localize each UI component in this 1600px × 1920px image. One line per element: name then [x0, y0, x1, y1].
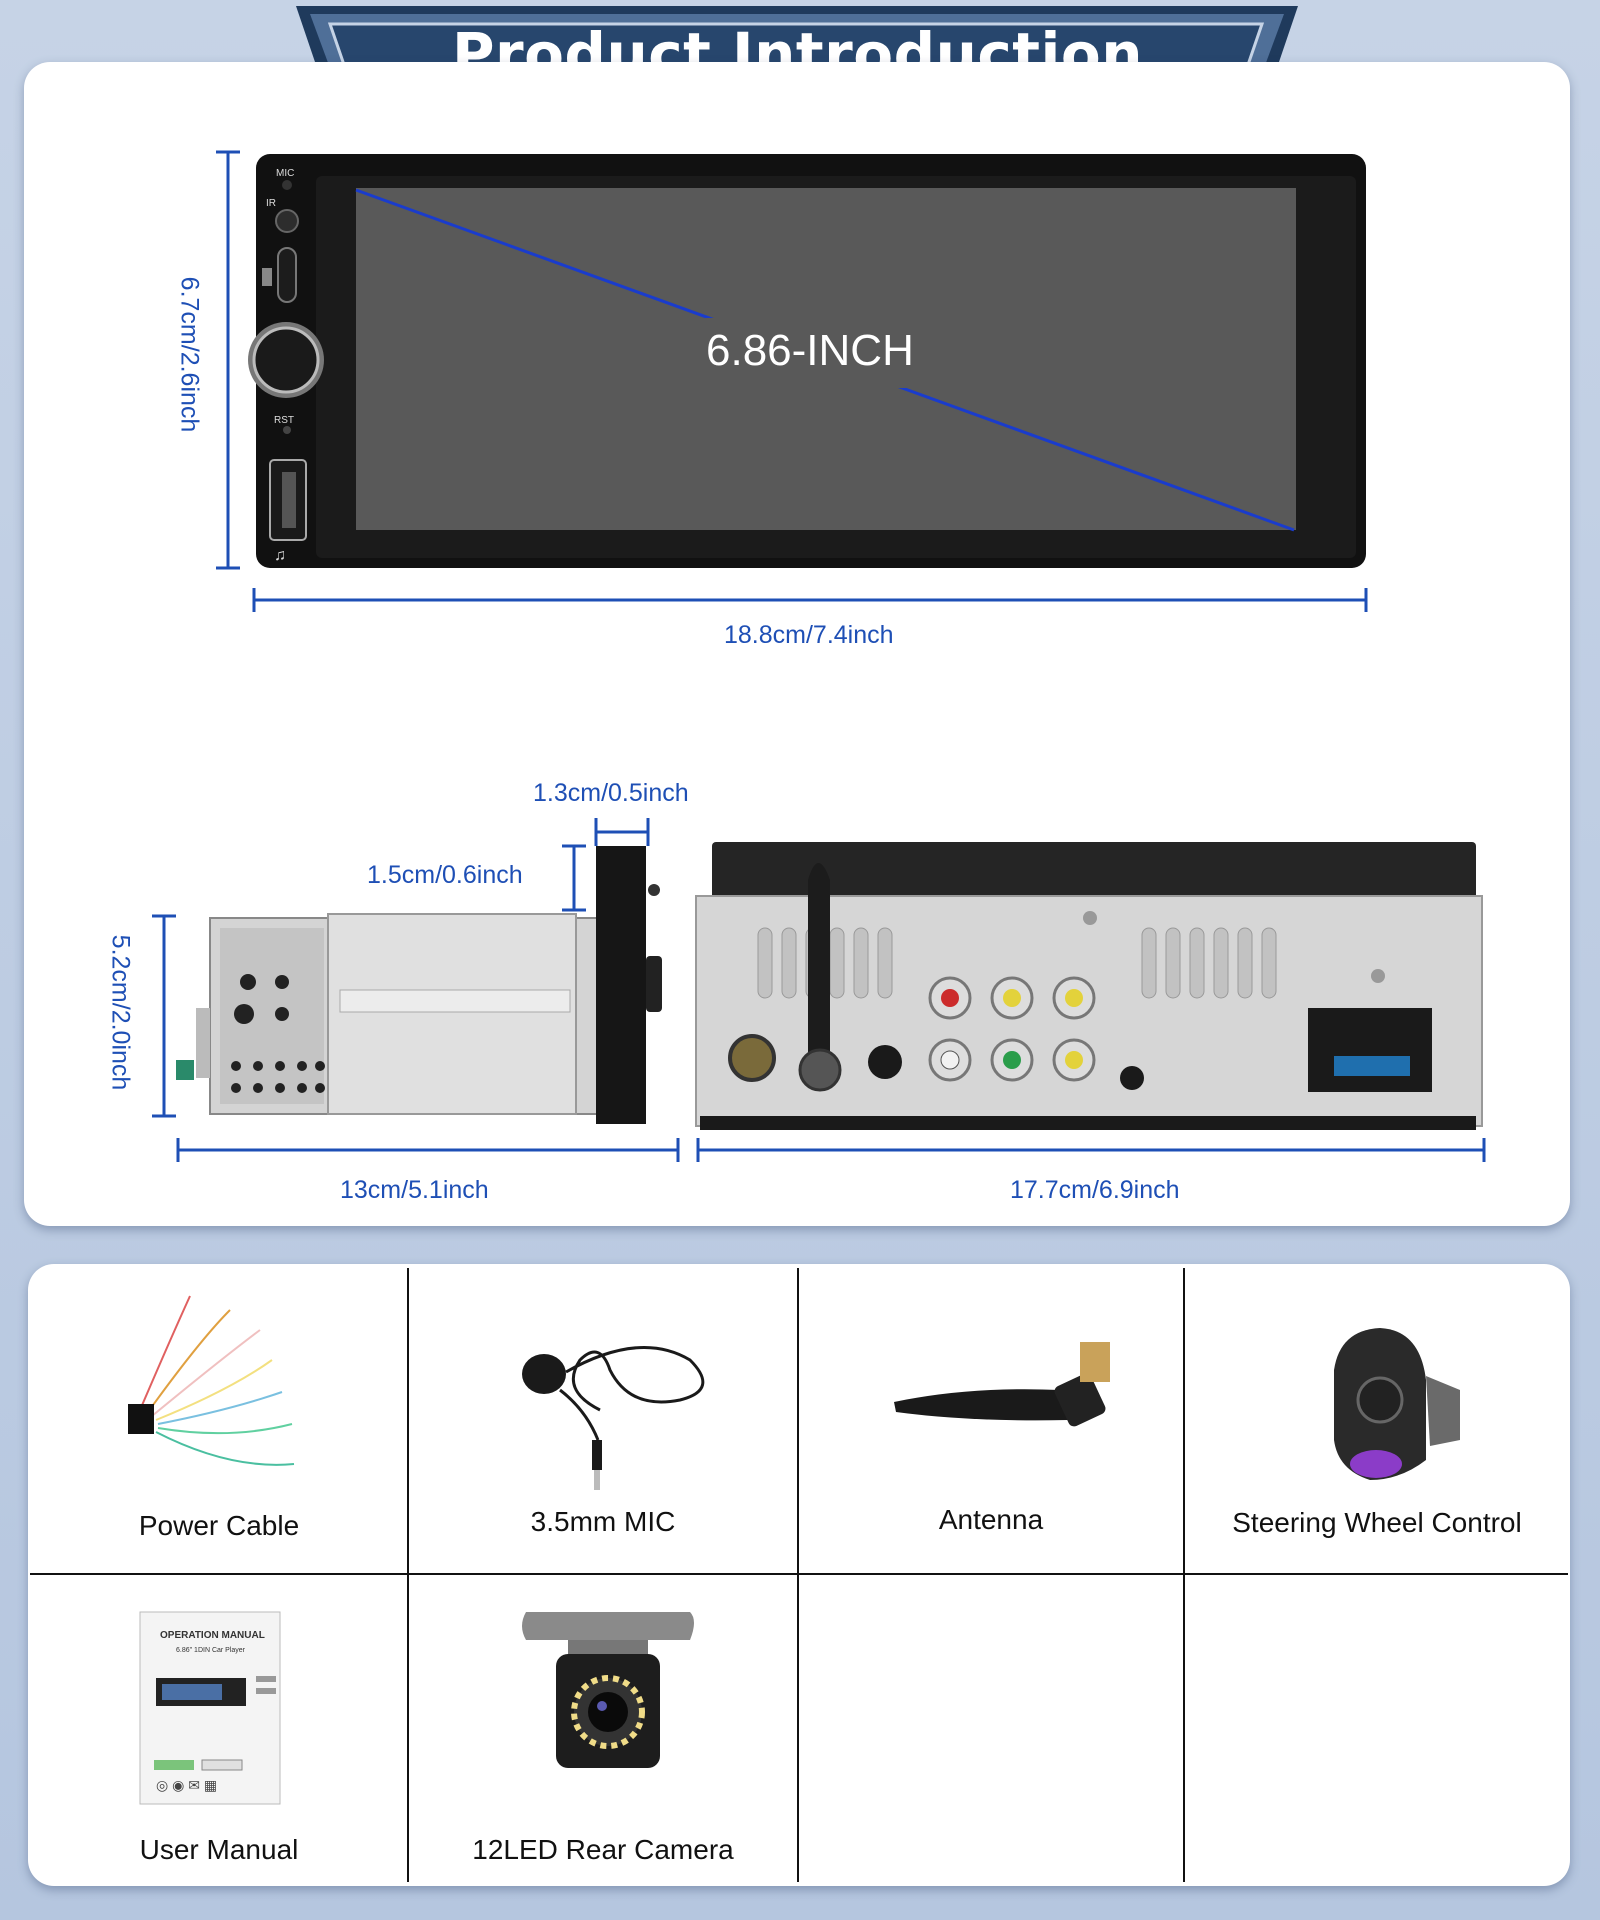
back-unit: [695, 842, 1483, 1130]
accessory-label-rear-camera: 12LED Rear Camera: [472, 1834, 734, 1865]
manual-subtitle: 6.86" 1DIN Car Player: [176, 1647, 246, 1654]
microphone-icon: [522, 1346, 705, 1490]
svg-text:◎ ◉ ✉ ▦: ◎ ◉ ✉ ▦: [156, 1777, 217, 1793]
rear-camera-icon: [522, 1612, 694, 1768]
screen-size-label: 6.86-INCH: [706, 326, 914, 375]
side-unit: [176, 846, 662, 1124]
front-width-dimension: 18.8cm/7.4inch: [724, 621, 894, 649]
back-width-dimension: 17.7cm/6.9inch: [1010, 1176, 1180, 1204]
antenna-icon: [894, 1342, 1110, 1427]
steering-wheel-control-icon: [1334, 1328, 1460, 1480]
power-cable-icon: [128, 1295, 295, 1466]
front-depth-dimension: 1.3cm/0.5inch: [533, 779, 689, 807]
front-unit: MIC IR RST ♫: [248, 154, 1366, 568]
accessory-label-antenna: Antenna: [938, 1504, 1044, 1535]
side-length-dimension: 13cm/5.1inch: [340, 1176, 489, 1204]
music-icon: ♫: [274, 547, 286, 564]
manual-title: OPERATION MANUAL: [160, 1630, 265, 1641]
bezel-depth-dimension: 1.5cm/0.6inch: [367, 861, 523, 889]
accessory-label-power-cable: Power Cable: [138, 1510, 300, 1541]
mic-label: MIC: [276, 168, 294, 179]
ir-label: IR: [266, 198, 276, 209]
side-dimension-lines: [152, 818, 1486, 1162]
user-manual-icon: ◎ ◉ ✉ ▦: [139, 1611, 281, 1805]
accessory-label-steering-control: Steering Wheel Control: [1232, 1507, 1522, 1538]
accessory-label-mic: 3.5mm MIC: [530, 1506, 676, 1537]
rst-label: RST: [274, 415, 294, 426]
accessory-label-user-manual: User Manual: [139, 1834, 299, 1865]
front-dimension-lines: [216, 150, 1368, 612]
